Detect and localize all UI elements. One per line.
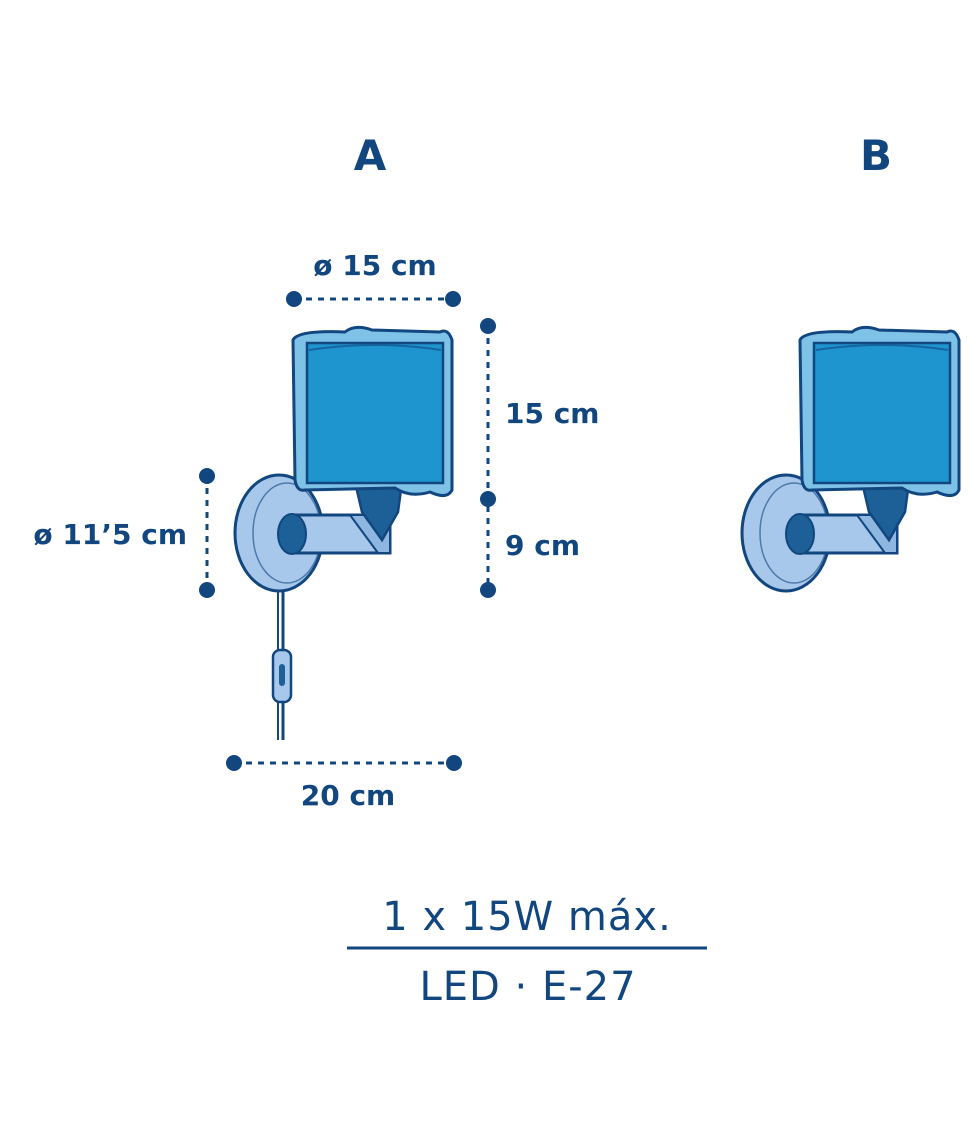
dim-line-shade-diameter bbox=[286, 291, 461, 307]
variant-b-label: B bbox=[860, 131, 892, 180]
power-spec: 1 x 15W máx. bbox=[382, 894, 672, 940]
shade-diameter-label: ø 15 cm bbox=[313, 249, 436, 282]
base-diameter-label: ø 11’5 cm bbox=[33, 518, 187, 551]
dim-line-base-diameter bbox=[199, 468, 215, 598]
lamp-b-illustration bbox=[740, 325, 961, 593]
variant-a-label: A bbox=[354, 131, 387, 180]
dim-line-heights bbox=[480, 318, 496, 598]
shade-height-label: 15 cm bbox=[505, 397, 600, 430]
lamp-a-illustration bbox=[233, 325, 454, 740]
dim-line-depth bbox=[226, 755, 462, 771]
depth-label: 20 cm bbox=[301, 779, 396, 812]
arm-height-label: 9 cm bbox=[505, 529, 580, 562]
bulb-spec: LED · E-27 bbox=[419, 964, 636, 1010]
